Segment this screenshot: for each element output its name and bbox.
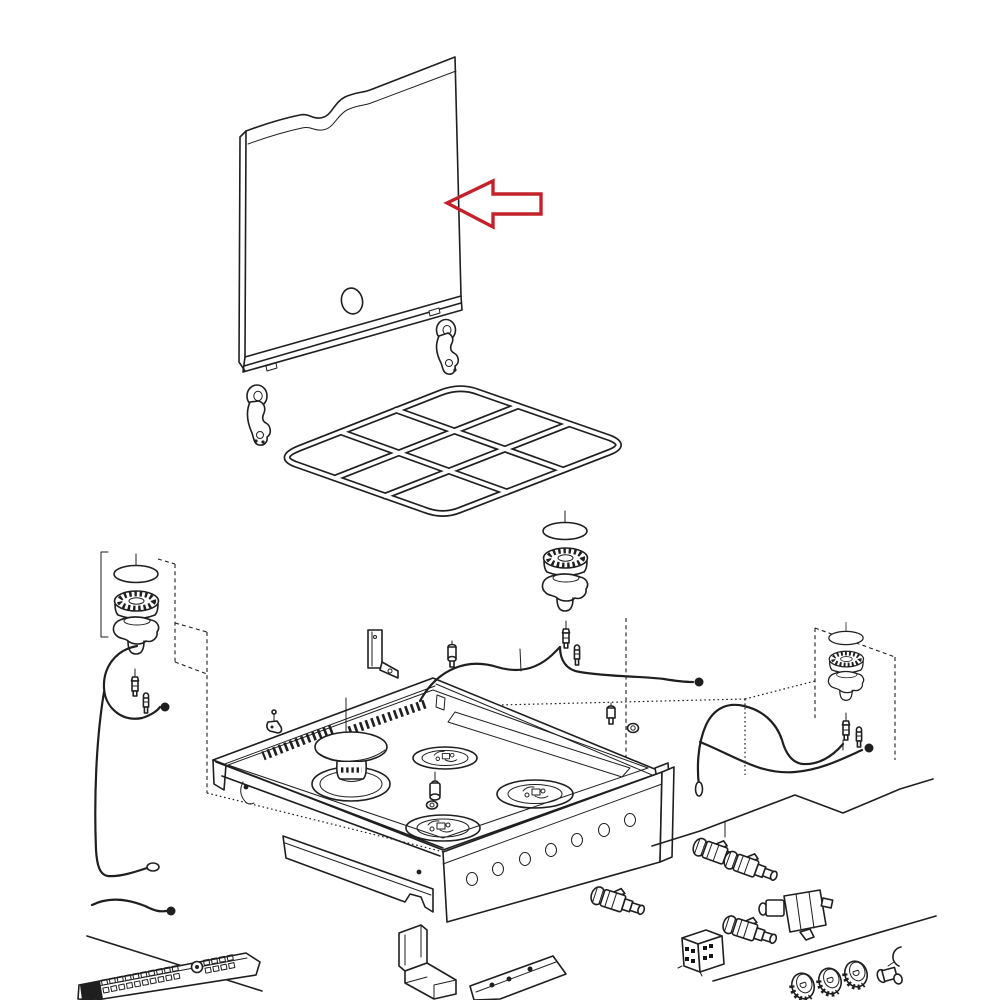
knob-clip: [876, 946, 903, 985]
hob-left-skirt: [282, 835, 434, 913]
fixing-plate: [469, 955, 567, 1000]
lid-tab-right: [428, 307, 441, 317]
burner-assembly-right: [694, 622, 874, 797]
lid-face: [244, 56, 462, 358]
highlight-arrow: [443, 178, 543, 230]
corrugation-strip: [344, 699, 427, 737]
apron-holes: [466, 813, 636, 886]
safety-valve-assembly: [758, 889, 834, 941]
lid-left-edge: [238, 130, 247, 372]
ignition-wire: [102, 644, 162, 720]
grill-perforations: [100, 954, 236, 994]
arrow-outline: [443, 178, 543, 230]
control-knob: [815, 965, 844, 997]
burner-recess-right: [496, 779, 574, 809]
terminal-pins: [685, 944, 713, 963]
support-rail: [651, 778, 937, 982]
fastener-screw-left: [266, 709, 283, 734]
ignition-wire: [418, 645, 562, 703]
large-burner-cap: [314, 697, 388, 782]
ignition-wire: [94, 690, 149, 878]
control-knob: [788, 970, 817, 1000]
lid-hinge-right: [435, 318, 460, 375]
fastener-bolt-right: [606, 702, 640, 734]
ignition-generator: [677, 929, 725, 977]
thermocouple: [142, 692, 150, 714]
burner-recess-center: [412, 746, 478, 770]
control-knob: [841, 958, 870, 990]
burner-assembly-left: [94, 554, 170, 878]
hob-front-rail: [215, 761, 444, 857]
ignition-electrode: [841, 712, 851, 741]
lid-hinge-left: [246, 384, 272, 446]
ignition-electrode: [561, 620, 571, 649]
grill-end-cap: [80, 981, 103, 1000]
burner-recess-front: [405, 814, 481, 842]
lid-tab-left: [265, 362, 278, 372]
gas-valve: [588, 879, 650, 921]
fastener-bolt-top: [447, 640, 457, 668]
mounting-bracket: [367, 629, 399, 679]
ignition-electrode: [130, 668, 140, 697]
grill-plate: [77, 935, 263, 1000]
pan-support-grid: [283, 385, 622, 517]
lid-hole: [340, 287, 364, 315]
fastener-injector-center: [425, 771, 441, 810]
lid-top-band: [247, 70, 457, 145]
ignition-wire: [696, 703, 845, 788]
thermocouple: [573, 644, 581, 666]
thermocouple: [855, 726, 863, 748]
hob-body: [212, 677, 675, 923]
gas-valve: [721, 844, 783, 887]
loose-ignition-wire: [90, 898, 176, 916]
artwork-root: [77, 56, 937, 1000]
corrugation-strip: [261, 724, 334, 761]
rim-clip: [435, 694, 446, 711]
lid-bottom-band: [242, 295, 463, 373]
ignition-wire: [558, 645, 695, 684]
burner-assembly-center: [418, 511, 704, 703]
corner-bracket: [398, 924, 457, 1000]
glass-lid-panel: [238, 56, 463, 373]
ignition-wire: [698, 740, 864, 774]
